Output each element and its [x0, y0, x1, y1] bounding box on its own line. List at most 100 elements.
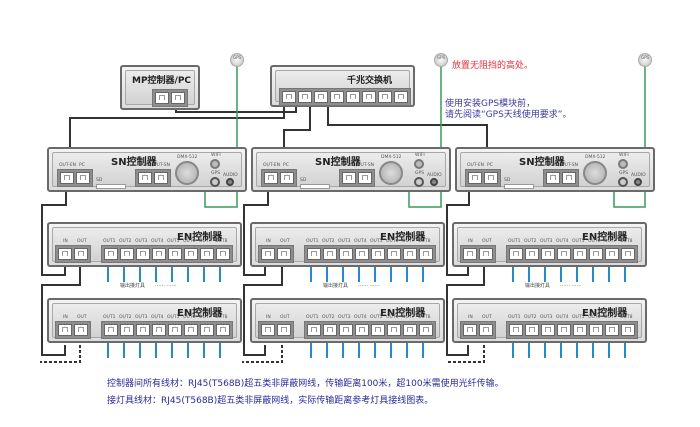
- output-port[interactable]: [557, 248, 571, 260]
- audio-port-icon[interactable]: [634, 178, 642, 186]
- output-port[interactable]: [419, 248, 433, 260]
- rj45-port[interactable]: [314, 91, 328, 103]
- output-port[interactable]: [541, 324, 555, 336]
- output-port[interactable]: [403, 248, 417, 260]
- output-port[interactable]: [371, 248, 385, 260]
- output-port[interactable]: [152, 324, 166, 336]
- output-port[interactable]: [104, 324, 118, 336]
- out-en-port[interactable]: [60, 172, 74, 184]
- output-port[interactable]: [339, 324, 353, 336]
- sd-slot[interactable]: [300, 184, 330, 189]
- output-port[interactable]: [525, 248, 539, 260]
- gps-port-icon[interactable]: [618, 177, 628, 187]
- output-port[interactable]: [509, 248, 523, 260]
- output-port[interactable]: [387, 248, 401, 260]
- output-port[interactable]: [152, 248, 166, 260]
- output-port[interactable]: [184, 324, 198, 336]
- output-port[interactable]: [323, 324, 337, 336]
- rj45-port[interactable]: [362, 91, 376, 103]
- pc-port[interactable]: [76, 172, 90, 184]
- output-port[interactable]: [168, 324, 182, 336]
- out-sn-port[interactable]: [562, 172, 576, 184]
- output-port[interactable]: [589, 248, 603, 260]
- rj45-port[interactable]: [394, 91, 408, 103]
- rj45-port[interactable]: [330, 91, 344, 103]
- gps-port-icon[interactable]: [414, 177, 424, 187]
- in-port[interactable]: [58, 248, 72, 260]
- output-port[interactable]: [216, 248, 230, 260]
- output-port[interactable]: [509, 324, 523, 336]
- out-sn-port[interactable]: [358, 172, 372, 184]
- output-port[interactable]: [355, 248, 369, 260]
- out-port[interactable]: [277, 324, 291, 336]
- in-sn-port[interactable]: [546, 172, 560, 184]
- output-port[interactable]: [557, 324, 571, 336]
- in-port[interactable]: [261, 324, 275, 336]
- output-port[interactable]: [573, 248, 587, 260]
- output-port[interactable]: [184, 248, 198, 260]
- dmx-connector-icon[interactable]: [583, 161, 607, 185]
- in-port[interactable]: [463, 324, 477, 336]
- pc-port[interactable]: [484, 172, 498, 184]
- rj45-port[interactable]: [346, 91, 360, 103]
- output-port[interactable]: [621, 248, 635, 260]
- output-port[interactable]: [168, 248, 182, 260]
- sd-slot[interactable]: [504, 184, 534, 189]
- in-port[interactable]: [261, 248, 275, 260]
- output-port[interactable]: [605, 248, 619, 260]
- output-port[interactable]: [387, 324, 401, 336]
- rj45-port[interactable]: [298, 91, 312, 103]
- output-port[interactable]: [403, 324, 417, 336]
- output-port[interactable]: [200, 324, 214, 336]
- output-port[interactable]: [120, 248, 134, 260]
- output-port[interactable]: [323, 248, 337, 260]
- wifi-antenna-port-icon[interactable]: [414, 159, 424, 169]
- output-label: OUT4: [556, 315, 569, 320]
- audio-port-icon[interactable]: [430, 178, 438, 186]
- output-port[interactable]: [216, 324, 230, 336]
- out-en-port[interactable]: [468, 172, 482, 184]
- output-port[interactable]: [307, 324, 321, 336]
- output-port[interactable]: [120, 324, 134, 336]
- output-port[interactable]: [371, 324, 385, 336]
- pc-port[interactable]: [280, 172, 294, 184]
- output-port[interactable]: [200, 248, 214, 260]
- out-port[interactable]: [479, 248, 493, 260]
- gps-port-icon[interactable]: [210, 177, 220, 187]
- out-port[interactable]: [277, 248, 291, 260]
- rj45-port[interactable]: [282, 91, 296, 103]
- in-port[interactable]: [463, 248, 477, 260]
- rj45-port[interactable]: [378, 91, 392, 103]
- output-port[interactable]: [541, 248, 555, 260]
- out-port[interactable]: [74, 324, 88, 336]
- in-port[interactable]: [58, 324, 72, 336]
- output-port[interactable]: [307, 248, 321, 260]
- in-sn-port[interactable]: [138, 172, 152, 184]
- out-sn-port[interactable]: [154, 172, 168, 184]
- dmx-connector-icon[interactable]: [379, 161, 403, 185]
- dmx-connector-icon[interactable]: [175, 161, 199, 185]
- rj45-port[interactable]: [155, 92, 169, 104]
- rj45-port[interactable]: [171, 92, 185, 104]
- sd-slot[interactable]: [96, 184, 126, 189]
- output-port[interactable]: [355, 324, 369, 336]
- output-port[interactable]: [136, 324, 150, 336]
- audio-port-icon[interactable]: [226, 178, 234, 186]
- output-port[interactable]: [621, 324, 635, 336]
- output-port[interactable]: [136, 248, 150, 260]
- out-port[interactable]: [479, 324, 493, 336]
- output-port[interactable]: [605, 324, 619, 336]
- output-port[interactable]: [589, 324, 603, 336]
- output-port[interactable]: [339, 248, 353, 260]
- out-port[interactable]: [74, 248, 88, 260]
- wifi-antenna-port-icon[interactable]: [618, 159, 628, 169]
- output-port[interactable]: [104, 248, 118, 260]
- in-sn-port[interactable]: [342, 172, 356, 184]
- output-label: OUT2: [119, 315, 132, 320]
- output-port[interactable]: [419, 324, 433, 336]
- wifi-antenna-port-icon[interactable]: [210, 159, 220, 169]
- output-port[interactable]: [573, 324, 587, 336]
- en-in-out-ports: [258, 321, 294, 339]
- output-port[interactable]: [525, 324, 539, 336]
- out-en-port[interactable]: [264, 172, 278, 184]
